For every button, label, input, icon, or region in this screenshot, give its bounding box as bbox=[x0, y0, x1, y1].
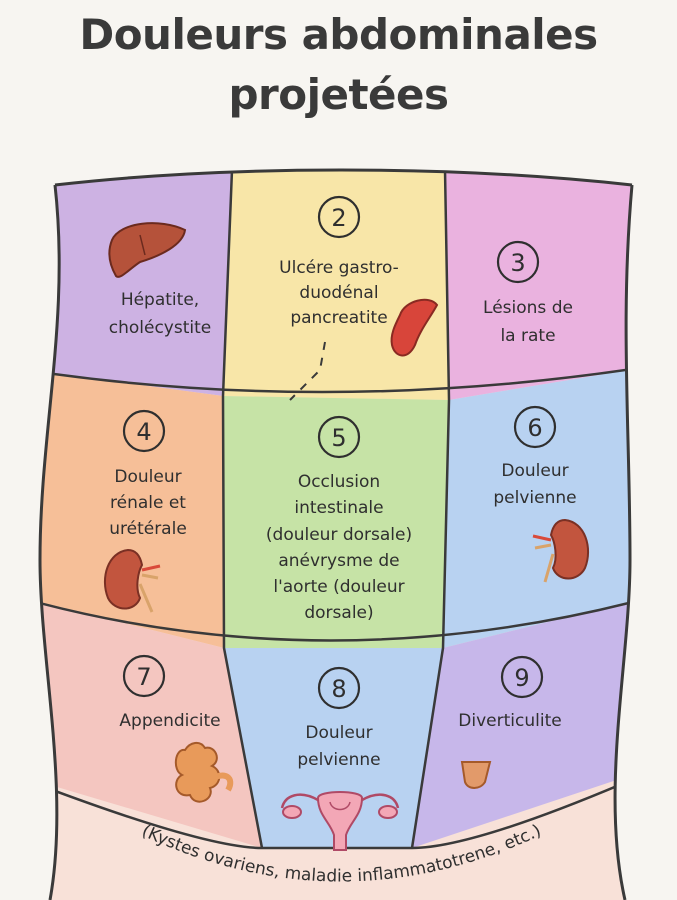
region-7-label-line1: Appendicite bbox=[119, 711, 220, 731]
region-number-3: 3 bbox=[496, 240, 540, 284]
region-number-text: 3 bbox=[510, 249, 525, 277]
region-number-2: 2 bbox=[317, 195, 361, 239]
region-number-7: 7 bbox=[122, 654, 166, 698]
region-8-label-line2: pelvienne bbox=[297, 750, 380, 770]
region-3-label-line1: Lésions de bbox=[483, 298, 573, 318]
region-number-text: 7 bbox=[136, 663, 151, 691]
region-5-label-line4: anévrysme de bbox=[278, 551, 399, 571]
region-5-label-line3: (douleur dorsale) bbox=[266, 525, 412, 545]
pancreas-icon bbox=[390, 298, 439, 357]
region-5-label-line6: dorsale) bbox=[304, 603, 373, 623]
region-number-text: 8 bbox=[331, 675, 346, 703]
region-number-9: 9 bbox=[500, 655, 544, 699]
region-2-label-line2: duodénal bbox=[299, 283, 378, 303]
region-6-flanc-gauche bbox=[443, 362, 632, 648]
body-outline-top bbox=[54, 168, 633, 187]
region-8-label-line1: Douleur bbox=[305, 723, 372, 743]
region-9-label-line1: Diverticulite bbox=[458, 711, 561, 731]
region-2-label-line1: Ulcére gastro- bbox=[279, 258, 399, 278]
liver-icon bbox=[108, 222, 187, 278]
body-outline-left bbox=[38, 184, 61, 900]
region-3-label-line2: la rate bbox=[500, 326, 555, 346]
region-4-flanc-droit bbox=[40, 366, 224, 648]
region-3-hypochondre-gauche bbox=[445, 170, 632, 400]
region-1-label-line1: Hépatite, bbox=[121, 290, 199, 310]
region-4-label-line3: urétérale bbox=[109, 519, 187, 539]
region-5-label-line5: l'aorte (douleur bbox=[273, 577, 404, 597]
region-number-text: 5 bbox=[331, 424, 346, 452]
page-title-line2: projetées bbox=[228, 70, 449, 119]
page-title-line1: Douleurs abdominales bbox=[79, 10, 598, 59]
intestine-icon bbox=[174, 742, 234, 803]
region-number-6: 6 bbox=[513, 405, 557, 449]
colon-icon bbox=[460, 761, 492, 789]
region-5-label-line2: intestinale bbox=[294, 498, 383, 518]
region-number-text: 6 bbox=[527, 414, 542, 442]
region-8-hypogastre bbox=[224, 648, 443, 848]
region-6-label-line2: pelvienne bbox=[493, 488, 576, 508]
uterus-icon bbox=[280, 791, 400, 851]
region-number-text: 4 bbox=[136, 418, 151, 446]
region-6-label-line1: Douleur bbox=[501, 461, 568, 481]
region-1-hypochondre-droit bbox=[40, 170, 232, 396]
region-1-label-line2: cholécystite bbox=[109, 318, 211, 338]
region-number-5: 5 bbox=[317, 415, 361, 459]
region-number-4: 4 bbox=[122, 409, 166, 453]
kidney-icon bbox=[532, 518, 590, 583]
region-5-ombilic bbox=[223, 396, 449, 648]
region-number-text: 2 bbox=[331, 204, 346, 232]
region-4-label-line2: rénale et bbox=[110, 493, 186, 513]
region-5-label-line1: Occlusion bbox=[298, 472, 380, 492]
kidney-icon bbox=[103, 548, 161, 613]
region-number-text: 9 bbox=[514, 664, 529, 692]
body-outline-right bbox=[613, 184, 634, 900]
region-4-label-line1: Douleur bbox=[114, 467, 181, 487]
region-2-label-line3: pancreatite bbox=[290, 308, 387, 328]
region-number-8: 8 bbox=[317, 666, 361, 710]
